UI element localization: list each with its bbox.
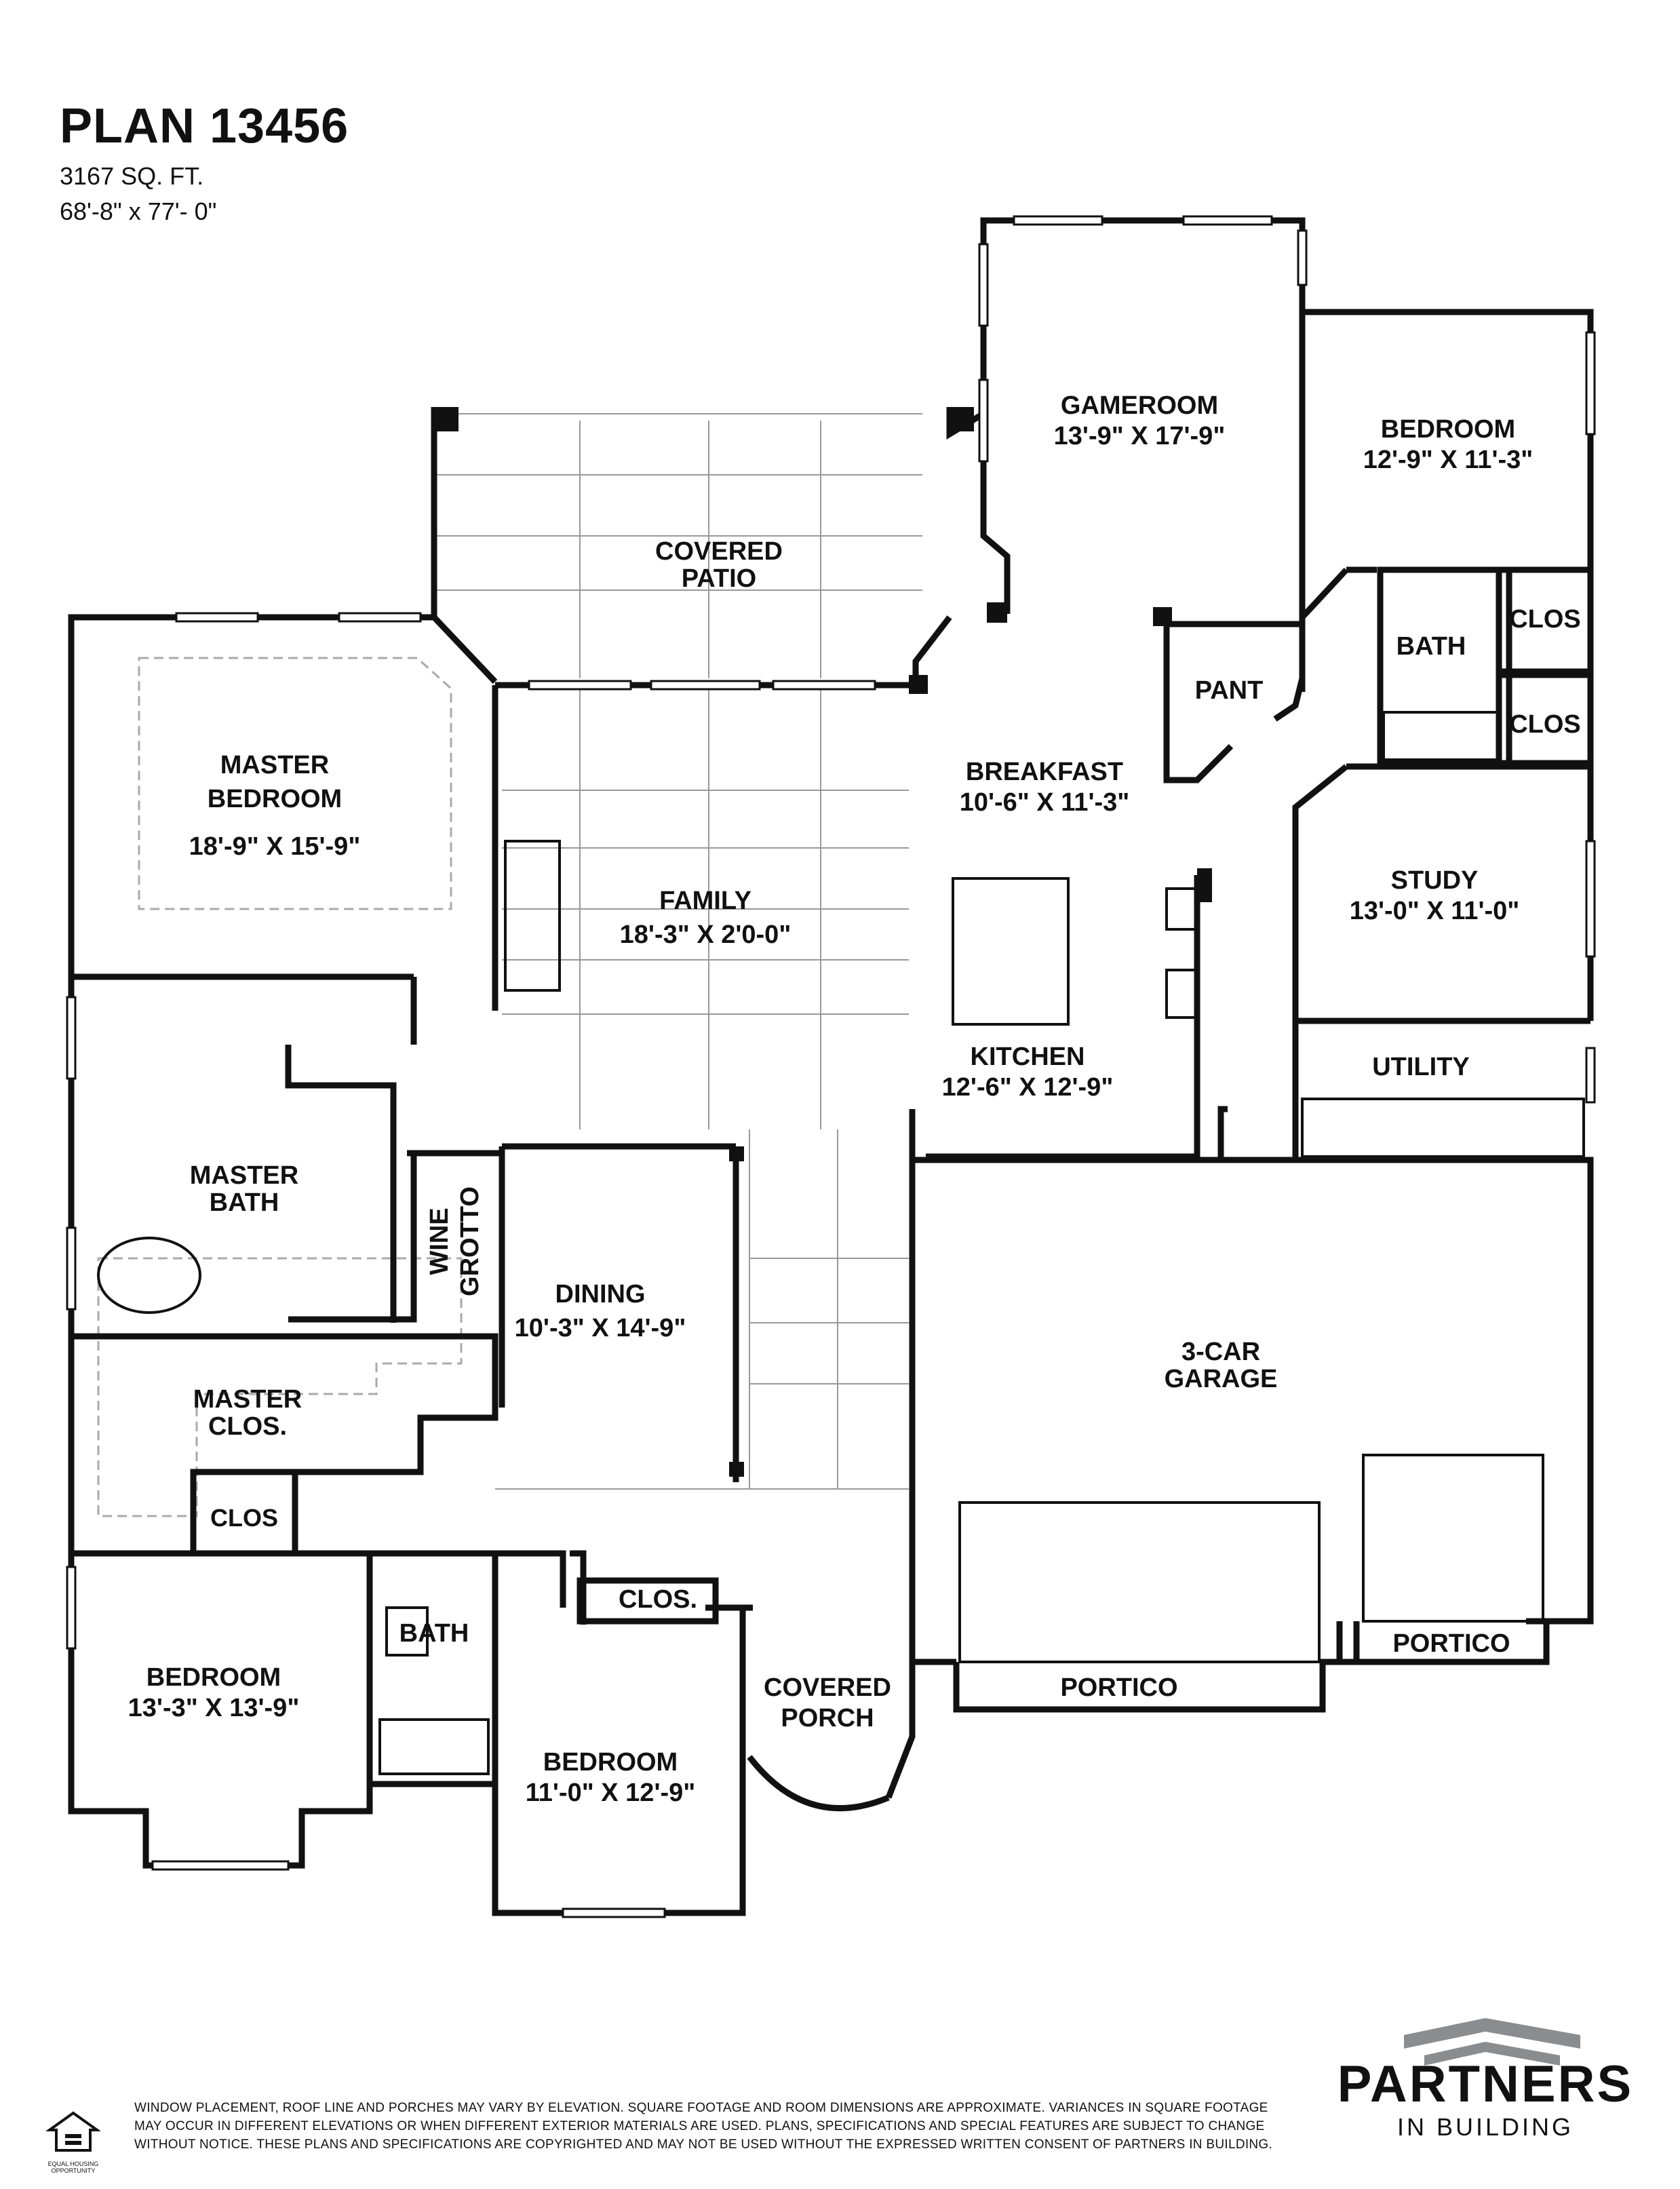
room-name-bath-ne: BATH — [1396, 632, 1466, 661]
room-name-covered-patio: COVERED — [655, 537, 783, 566]
windows — [66, 215, 1596, 1918]
room-name-covered-porch: COVERED — [764, 1673, 891, 1702]
room-name-clos-ne2: CLOS — [1509, 710, 1581, 739]
equal-housing-icon: EQUAL HOUSING OPPORTUNITY — [43, 2110, 103, 2174]
room-size-study: 13'-0" X 11'-0" — [1350, 897, 1520, 925]
room-name-portico-right: PORTICO — [1392, 1629, 1510, 1658]
logo-subtitle: IN BUILDING — [1396, 2113, 1574, 2141]
room-size-kitchen: 12'-6" X 12'-9" — [942, 1073, 1114, 1102]
tray-ceiling — [97, 657, 463, 1517]
room-name-dining: DINING — [555, 1280, 646, 1309]
room-name-portico-left: PORTICO — [1060, 1673, 1177, 1702]
partners-logo: PARTNERS IN BUILDING — [1323, 2059, 1648, 2142]
room-name-master-clos: MASTER — [193, 1385, 302, 1414]
room-name2-master-bedroom: BEDROOM — [208, 785, 342, 813]
room-size-bedroom-sw: 13'-3" X 13'-9" — [128, 1694, 300, 1722]
room-name2-wine-grotto: GROTTO — [456, 1186, 484, 1296]
columns — [434, 407, 1212, 1477]
room-size-dining: 10'-3" X 14'-9" — [515, 1314, 686, 1342]
room-name2-master-clos: CLOS. — [208, 1412, 287, 1441]
room-name-study: STUDY — [1391, 866, 1479, 895]
room-size-gameroom: 13'-9" X 17'-9" — [1054, 422, 1226, 450]
room-name-bedroom-sw: BEDROOM — [146, 1663, 281, 1692]
room-name-bath-s: BATH — [399, 1619, 469, 1648]
room-name2-covered-patio: PATIO — [682, 564, 756, 593]
room-name-breakfast: BREAKFAST — [966, 758, 1123, 786]
overall-dimensions: 68'-8" x 77'- 0" — [60, 197, 217, 226]
disclaimer-text: Window placement, roof line and porches … — [134, 2101, 1273, 2152]
room-name-wine-grotto: WINE — [425, 1207, 454, 1275]
room-name-master-bedroom: MASTER — [220, 751, 329, 779]
room-size-master-bedroom: 18'-9" X 15'-9" — [189, 832, 361, 861]
room-name2-master-bath: BATH — [210, 1188, 279, 1217]
plan-header: PLAN 13456 3167 SQ. FT. 68'-8" x 77'- 0" — [60, 102, 349, 229]
room-size-bedroom-s: 11'-0" X 12'-9" — [526, 1779, 696, 1807]
room-name2-covered-porch: PORCH — [781, 1704, 874, 1732]
room-size-family: 18'-3" X 2'0-0" — [620, 921, 792, 949]
room-labels: GAMEROOM 13'-9" X 17'-9" BEDROOM 12'-9" … — [128, 391, 1581, 1807]
room-name-bedroom-s: BEDROOM — [543, 1748, 678, 1777]
partners-roof-logo — [1404, 2018, 1580, 2066]
room-name-family: FAMILY — [659, 887, 751, 915]
room-name-bedroom-ne: BEDROOM — [1381, 415, 1515, 444]
ceiling-grid-lines — [434, 413, 922, 1490]
room-name-clos-w: CLOS — [210, 1504, 278, 1532]
room-name2-garage: GARAGE — [1165, 1365, 1278, 1393]
fixtures — [97, 711, 1585, 1775]
room-name-clos-s: CLOS. — [619, 1585, 697, 1614]
plan-title: PLAN 13456 — [60, 99, 349, 153]
room-name-pant: PANT — [1195, 676, 1264, 705]
room-name-garage: 3-CAR — [1181, 1338, 1260, 1366]
eho-text: EQUAL HOUSING OPPORTUNITY — [47, 2161, 99, 2174]
logo-name: PARTNERS — [1337, 2055, 1634, 2113]
room-name-master-bath: MASTER — [190, 1161, 298, 1190]
room-size-breakfast: 10'-6" X 11'-3" — [960, 788, 1130, 817]
room-name-gameroom: GAMEROOM — [1061, 391, 1218, 420]
square-footage: 3167 SQ. FT. — [60, 162, 204, 190]
room-name-kitchen: KITCHEN — [971, 1043, 1085, 1071]
room-name-utility: UTILITY — [1372, 1053, 1470, 1081]
room-size-bedroom-ne: 12'-9" X 11'-3" — [1363, 446, 1534, 474]
room-name-clos-ne1: CLOS — [1509, 605, 1581, 634]
